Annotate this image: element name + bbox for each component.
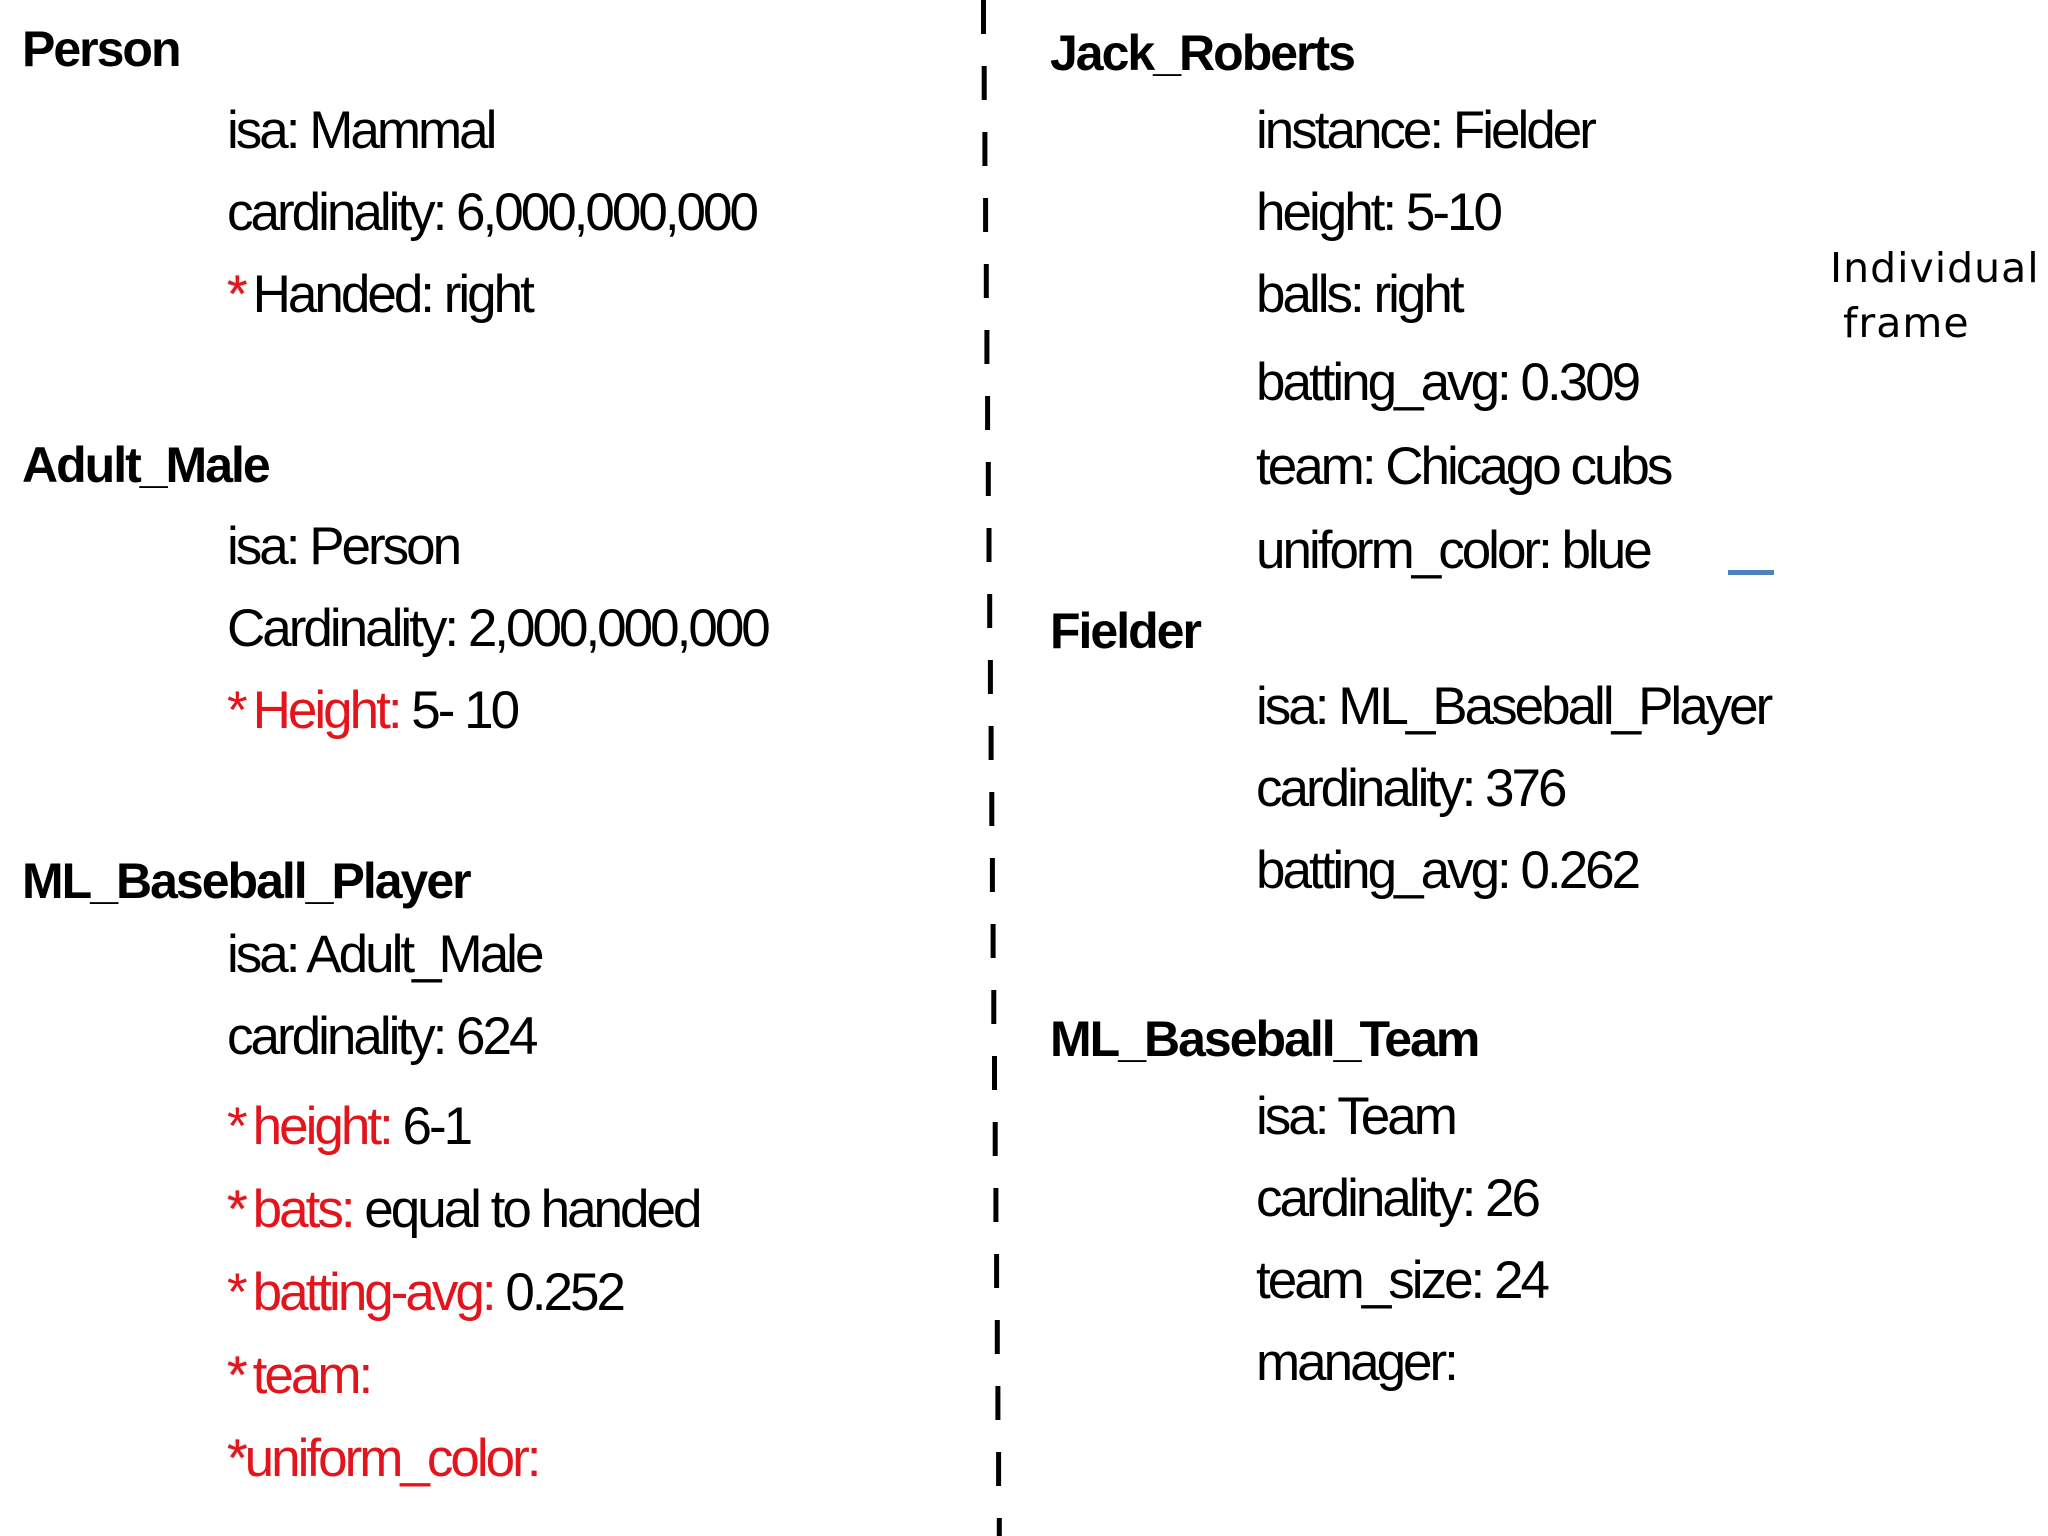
- frame-fielder: Fielder: [1050, 603, 1202, 659]
- divider-dash: [981, 66, 987, 100]
- frame-title: Person: [22, 21, 182, 77]
- divider-dash: [992, 1056, 997, 1090]
- divider-dash: [996, 1518, 1002, 1536]
- divider-dash: [990, 924, 996, 958]
- slot-height: height: 5-10: [1256, 183, 1503, 242]
- slot-bats: *bats: equal to handed: [227, 1180, 702, 1239]
- divider-dash: [989, 792, 995, 826]
- divider-dash: [996, 1452, 1002, 1486]
- slot-height: *height: 6-1: [227, 1097, 474, 1156]
- frame-jack-roberts: Jack_Roberts: [1050, 25, 1356, 81]
- slot-isa: isa: Adult_Male: [227, 925, 544, 984]
- inherited-marker: *: [227, 1263, 248, 1322]
- frame-title: Adult_Male: [22, 437, 271, 493]
- slot-value: 0.252: [493, 1263, 626, 1322]
- divider-dash: [987, 660, 993, 694]
- slot-handed-value: Handed: right: [252, 265, 535, 324]
- divider-dash: [981, 0, 986, 34]
- divider-dash: [984, 330, 990, 364]
- divider-dash: [992, 1122, 998, 1156]
- slot-batting-avg: batting_avg: 0.309: [1256, 353, 1641, 412]
- slot-value: 6-1: [390, 1097, 474, 1156]
- slot-label: height:: [252, 1097, 394, 1156]
- slot-balls: balls: right: [1256, 265, 1465, 324]
- side-note-line: frame: [1843, 299, 1970, 347]
- slot-value: 5- 10: [399, 681, 520, 740]
- divider-dash: [987, 594, 993, 628]
- frame-person: Person: [22, 21, 182, 77]
- frame-title: Fielder: [1050, 603, 1202, 659]
- blue-mark: [1728, 570, 1774, 575]
- frame-title: Jack_Roberts: [1050, 25, 1356, 81]
- slot-label: batting-avg:: [252, 1263, 497, 1322]
- frame-ml-baseball-player: ML_Baseball_Player: [22, 853, 472, 909]
- slot-instance: instance: Fielder: [1256, 101, 1597, 160]
- slot-cardinality: cardinality: 6,000,000,000: [227, 183, 759, 242]
- slot-cardinality: Cardinality: 2,000,000,000: [227, 599, 771, 658]
- inherited-marker: *: [227, 681, 248, 740]
- divider-dash: [989, 858, 995, 892]
- slot-cardinality: cardinality: 26: [1256, 1169, 1541, 1228]
- frame-title: ML_Baseball_Team: [1050, 1011, 1480, 1067]
- slot-manager: manager:: [1256, 1333, 1459, 1392]
- inherited-marker: *: [227, 1180, 248, 1239]
- frame-title: ML_Baseball_Player: [22, 853, 472, 909]
- inherited-marker: *: [227, 1346, 248, 1405]
- slot-cardinality: cardinality: 624: [227, 1007, 538, 1066]
- slot-isa: isa: ML_Baseball_Player: [1256, 677, 1773, 736]
- inherited-marker: *: [227, 1097, 248, 1156]
- slot-label: bats:: [252, 1180, 356, 1239]
- slot-uniform-color: uniform_color: blue: [1256, 521, 1653, 580]
- slot-team: *team:: [227, 1346, 374, 1405]
- slot-label: Height:: [252, 681, 403, 740]
- inherited-marker: *: [227, 1429, 248, 1488]
- slot-isa: isa: Mammal: [227, 101, 497, 160]
- slot-isa: isa: Person: [227, 517, 462, 576]
- frame-ml-baseball-team: ML_Baseball_Team: [1050, 1011, 1480, 1067]
- divider-dash: [985, 396, 991, 430]
- slot-uniform-color: *uniform_color:: [227, 1429, 542, 1488]
- slot-handed: *Handed: right: [227, 265, 535, 324]
- frame-adult-male: Adult_Male: [22, 437, 271, 493]
- slot-value: equal to handed: [352, 1180, 702, 1239]
- divider-dash: [994, 1254, 1000, 1288]
- divider-dash: [983, 198, 989, 232]
- divider-dash: [993, 1188, 999, 1222]
- slot-cardinality: cardinality: 376: [1256, 759, 1567, 818]
- divider-dash: [991, 990, 997, 1024]
- slot-isa: isa: Team: [1256, 1087, 1458, 1146]
- slot-batting-avg: *batting-avg: 0.252: [227, 1263, 626, 1322]
- side-note-line: Individual: [1830, 244, 2040, 292]
- slot-label: team:: [252, 1346, 374, 1405]
- divider-dash: [986, 528, 992, 562]
- slot-batting-avg: batting_avg: 0.262: [1256, 841, 1641, 900]
- divider-dash: [995, 1386, 1001, 1420]
- slot-height: *Height: 5- 10: [227, 681, 520, 740]
- inherited-marker: *: [227, 265, 248, 324]
- side-note-individual-frame: Individual frame: [1830, 248, 2040, 344]
- divider-dash: [983, 264, 989, 298]
- slot-team-size: team_size: 24: [1256, 1251, 1550, 1310]
- divider-dash: [988, 726, 994, 760]
- slot-label: uniform_color:: [244, 1429, 542, 1488]
- divider-dash: [994, 1320, 1000, 1354]
- divider-dash: [982, 132, 988, 166]
- divider-dash: [985, 462, 991, 496]
- slot-team: team: Chicago cubs: [1256, 437, 1673, 496]
